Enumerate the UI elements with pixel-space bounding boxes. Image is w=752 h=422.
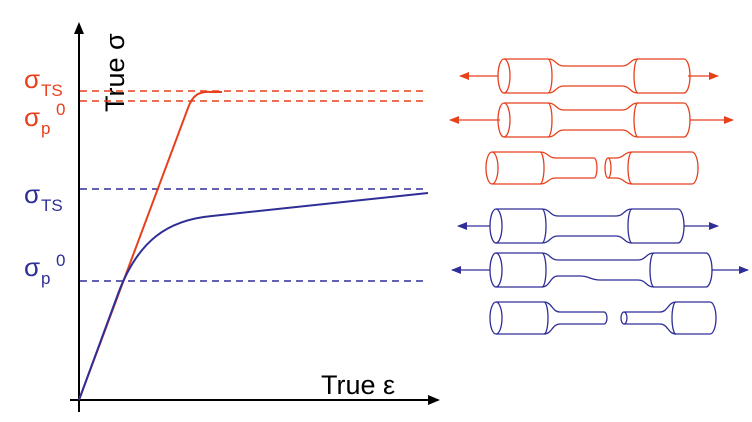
brittle-specimen-loaded bbox=[459, 58, 719, 94]
ductile-specimen-necking bbox=[451, 252, 749, 288]
subscript-p: p bbox=[41, 119, 50, 138]
ductile-stress-strain-curve bbox=[78, 192, 429, 401]
subscript-p: p bbox=[41, 269, 50, 288]
brittle-yield-strength-label: σ p 0 bbox=[24, 100, 65, 138]
sigma-symbol: σ bbox=[24, 64, 40, 94]
brittle-specimen-fractured bbox=[485, 151, 699, 185]
ductile-yield-strength-label: σ p 0 bbox=[24, 251, 65, 288]
sigma-symbol: σ bbox=[24, 102, 40, 132]
superscript-0: 0 bbox=[56, 100, 65, 119]
superscript-0: 0 bbox=[56, 251, 65, 270]
x-axis-label: True ε bbox=[321, 370, 395, 400]
ductile-tensile-strength-label: σ TS bbox=[24, 179, 63, 215]
ductile-specimens bbox=[451, 208, 749, 335]
brittle-specimen-stretched bbox=[449, 102, 734, 138]
subscript-ts: TS bbox=[41, 196, 63, 215]
brittle-tensile-strength-label: σ TS bbox=[24, 64, 63, 100]
ductile-specimen-loaded bbox=[457, 208, 719, 244]
y-axis-label: True σ bbox=[100, 33, 130, 112]
subscript-ts: TS bbox=[41, 81, 63, 100]
sigma-symbol: σ bbox=[24, 179, 40, 209]
ductile-specimen-fractured bbox=[489, 301, 717, 335]
sigma-symbol: σ bbox=[24, 252, 40, 282]
brittle-stress-strain-curve bbox=[78, 90, 222, 401]
brittle-specimens bbox=[449, 58, 734, 185]
